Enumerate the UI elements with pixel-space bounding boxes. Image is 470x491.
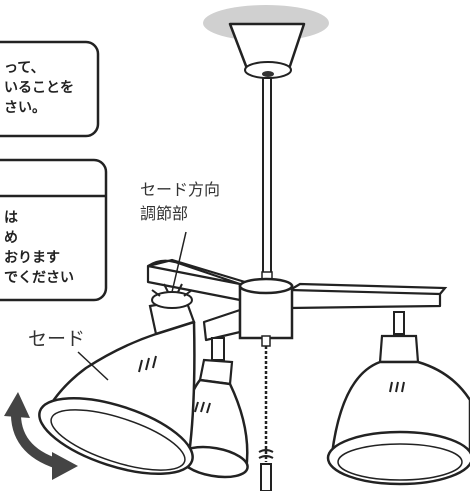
suspension-pipe — [262, 77, 272, 279]
left-shade — [38, 298, 196, 476]
shade-label: セード — [28, 328, 86, 350]
rotation-arrow-icon — [4, 392, 78, 480]
leader-line-direction — [171, 231, 187, 293]
notice-top-line: さい。 — [4, 100, 46, 116]
central-hub — [238, 284, 294, 340]
notice-top-line: って、 — [4, 60, 45, 76]
notice-middle-line: でください — [4, 270, 74, 286]
notice-middle-line: め — [4, 230, 18, 246]
notice-top-line: いることを — [4, 80, 74, 96]
middle-shade — [176, 337, 249, 479]
notice-box-middle — [0, 158, 108, 302]
right-shade — [326, 311, 470, 486]
shade-direction-line: セード方向 — [140, 180, 221, 199]
right-arm — [288, 288, 442, 310]
notice-top-text: って、 いることを さい。 — [4, 58, 74, 118]
notice-middle-line: は — [4, 210, 18, 226]
front-arm — [202, 308, 242, 342]
shade-direction-line: 調節部 — [140, 204, 189, 223]
leader-line-shade — [77, 351, 109, 381]
notice-box-top — [0, 40, 100, 138]
shade-direction-label: セード方向 調節部 — [140, 178, 220, 226]
notice-middle-text: は め おります でください — [4, 208, 74, 288]
notice-middle-line: おります — [4, 250, 60, 266]
